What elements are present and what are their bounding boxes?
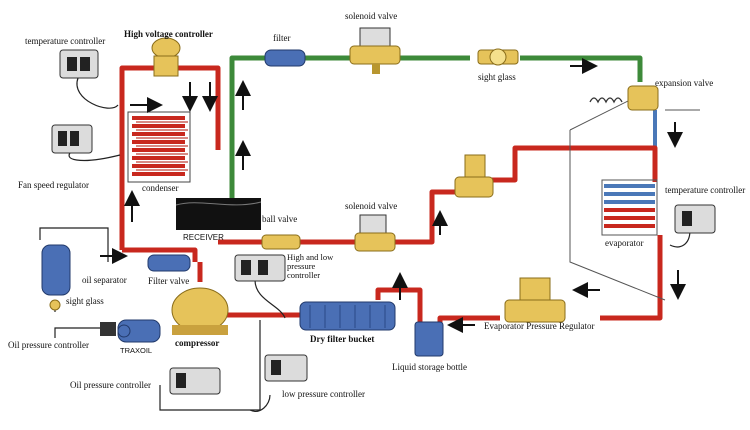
sight-glass-top-label: sight glass bbox=[478, 72, 516, 82]
solenoid-valve-top bbox=[349, 27, 401, 74]
control-wires bbox=[39, 77, 691, 412]
solenoid-valve-mid bbox=[354, 214, 396, 252]
high-voltage-controller-label: High voltage controller bbox=[124, 29, 213, 39]
ball-valve-label: ball valve bbox=[262, 214, 297, 224]
oil-pressure-controller-bottom bbox=[169, 367, 221, 395]
low-pressure-controller bbox=[264, 354, 308, 382]
high-low-pressure-controller bbox=[234, 254, 286, 282]
receiver-tank bbox=[175, 198, 262, 230]
high-voltage-controller bbox=[151, 37, 181, 77]
dry-filter-bucket bbox=[299, 301, 396, 331]
compressor bbox=[171, 287, 229, 335]
cabinet-outline bbox=[569, 94, 700, 301]
solenoid-valve-top-label: solenoid valve bbox=[345, 11, 397, 21]
condenser bbox=[127, 111, 191, 183]
filter-valve bbox=[147, 254, 191, 272]
traxoil-label: TRAXOIL bbox=[120, 346, 152, 355]
oil-pressure-controller-left-label: Oil pressure controller bbox=[8, 340, 89, 350]
discharge-line bbox=[119, 65, 663, 330]
temperature-controller-top bbox=[59, 49, 99, 79]
oil-separator-label: oil separator bbox=[82, 275, 127, 285]
compressor-label: compressor bbox=[175, 338, 219, 348]
low-pressure-controller-label: low pressure controller bbox=[282, 389, 365, 399]
liquid-storage-bottle-label: Liquid storage bottle bbox=[392, 362, 467, 372]
temperature-controller-right-label: temperature controller bbox=[665, 185, 745, 195]
fan-speed-regulator-label: Fan speed regulator bbox=[18, 180, 89, 190]
flow-arrows bbox=[100, 58, 686, 333]
evaporator-pressure-regulator-label: Evaporator Pressure Regulator bbox=[484, 321, 594, 331]
sight-glass-left-label: sight glass bbox=[66, 296, 104, 306]
solenoid-valve-mid-label: solenoid valve bbox=[345, 201, 397, 211]
filter-top bbox=[264, 49, 306, 67]
filter-valve-label: Filter valve bbox=[148, 276, 189, 286]
sight-glass-left bbox=[49, 299, 61, 311]
receiver-label: RECEIVER bbox=[183, 233, 224, 242]
filter-label: filter bbox=[273, 33, 291, 43]
temperature-controller-right bbox=[674, 204, 716, 234]
condenser-label: condenser bbox=[142, 183, 178, 193]
mid-regulating-valve bbox=[454, 154, 494, 198]
fan-speed-regulator bbox=[51, 124, 93, 154]
high-low-pressure-controller-label-box: High and low pressure controller bbox=[287, 253, 334, 280]
sight-glass-top bbox=[477, 48, 519, 66]
high-low-pressure-controller-label: High and low pressure controller bbox=[287, 253, 334, 280]
evaporator-coil bbox=[601, 179, 658, 236]
traxoil-unit bbox=[117, 319, 161, 343]
expansion-valve bbox=[589, 85, 659, 111]
evaporator-label: evaporator bbox=[605, 238, 643, 248]
ball-valve bbox=[261, 234, 301, 250]
dry-filter-bucket-label: Dry filter bucket bbox=[310, 334, 374, 344]
temperature-controller-top-label: temperature controller bbox=[25, 36, 105, 46]
liquid-line-top bbox=[229, 55, 643, 205]
oil-separator bbox=[41, 244, 71, 296]
evaporator-pressure-regulator bbox=[504, 277, 566, 323]
expansion-valve-label: expansion valve bbox=[655, 78, 713, 88]
oil-pressure-controller-bottom-label: Oil pressure controller bbox=[70, 380, 151, 390]
oil-pressure-controller-left bbox=[100, 322, 116, 336]
liquid-storage-bottle bbox=[414, 321, 444, 357]
